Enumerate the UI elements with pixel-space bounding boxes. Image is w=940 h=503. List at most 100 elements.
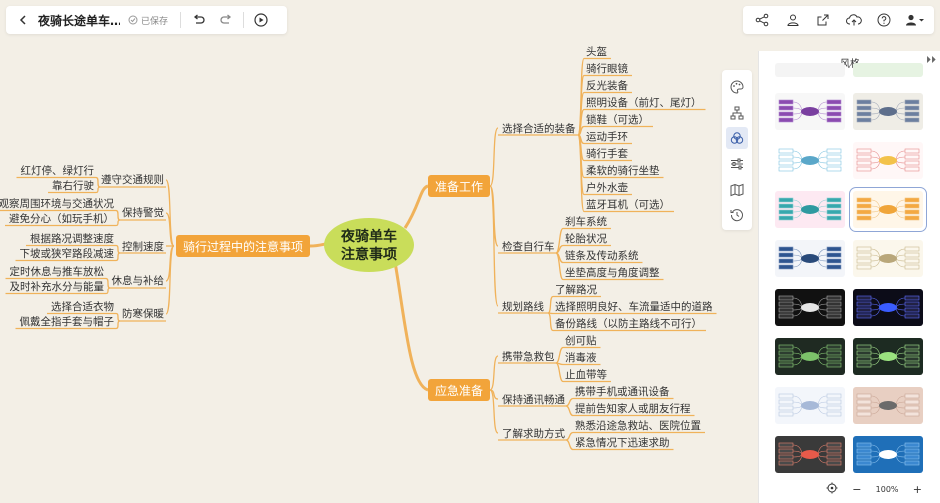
leaf-item[interactable]: 靠右行驶 — [52, 179, 94, 192]
leaf-item[interactable]: 户外水壶 — [586, 181, 628, 194]
divider — [243, 12, 245, 28]
style-theme-option[interactable] — [853, 240, 923, 277]
style-theme-option[interactable] — [775, 191, 845, 228]
style-theme-option[interactable] — [853, 289, 923, 326]
leaf-item[interactable]: 反光装备 — [586, 79, 628, 92]
leaf-item[interactable]: 轮胎状况 — [565, 232, 607, 245]
leaf-item[interactable]: 佩戴全指手套与帽子 — [20, 315, 115, 328]
style-theme-option[interactable] — [775, 387, 845, 424]
leaf-item[interactable]: 坐垫高度与角度调整 — [565, 266, 660, 279]
style-theme-option[interactable] — [775, 240, 845, 277]
style-theme-option[interactable] — [775, 436, 845, 473]
style-theme-partial-2[interactable] — [853, 63, 923, 77]
leaf-item[interactable]: 红灯停、绿灯行 — [21, 164, 95, 177]
leaf-item[interactable]: 骑行眼镜 — [586, 62, 628, 75]
undo-icon[interactable] — [187, 9, 209, 31]
branch-riding[interactable]: 骑行过程中的注意事项 — [176, 235, 310, 257]
leaf-item[interactable]: 选择照明良好、车流量适中的道路 — [555, 300, 713, 313]
topic-keep-contact[interactable]: 保持通讯畅通 — [502, 393, 565, 406]
leaf-item[interactable]: 消毒液 — [565, 351, 597, 364]
leaf-item[interactable]: 止血带等 — [565, 368, 607, 381]
collapse-panel-icon[interactable]: ⏵⏵ — [926, 55, 936, 66]
document-title[interactable]: 夜骑长途单车… — [38, 13, 120, 28]
leaf-item[interactable]: 运动手环 — [586, 130, 628, 143]
leaf-item[interactable]: 紧急情况下迅速求助 — [575, 436, 670, 449]
leaf-connector — [547, 295, 554, 314]
play-icon[interactable] — [250, 9, 272, 31]
branch-prep[interactable]: 准备工作 — [428, 175, 490, 197]
leaf-item[interactable]: 提前告知家人或朋友行程 — [575, 402, 691, 415]
leaf-item[interactable]: 锁鞋（可选） — [586, 113, 649, 126]
leaf-item[interactable]: 根据路况调整速度 — [30, 232, 114, 245]
style-theme-option[interactable] — [775, 338, 845, 375]
leaf-item[interactable]: 下坡或狭窄路段减速 — [20, 247, 115, 260]
cloud-upload-icon[interactable] — [843, 9, 865, 31]
share-icon[interactable] — [751, 9, 773, 31]
topic-stay-alert[interactable]: 保持警觉 — [122, 206, 164, 219]
leaf-item[interactable]: 定时休息与推车放松 — [10, 265, 105, 278]
export-icon[interactable] — [812, 9, 834, 31]
style-theme-partial-1[interactable] — [775, 63, 845, 77]
history-icon[interactable] — [726, 204, 748, 226]
topic-rest-supply[interactable]: 休息与补给 — [112, 274, 165, 287]
topic-check-bike[interactable]: 检查自行车 — [502, 240, 555, 253]
leaf-item[interactable]: 链条及传动系统 — [565, 249, 639, 262]
outline-map-icon[interactable] — [726, 179, 748, 201]
style-theme-option[interactable] — [853, 93, 923, 130]
format-sliders-icon[interactable] — [726, 153, 748, 175]
topic-equipment[interactable]: 选择合适的装备 — [502, 122, 576, 135]
topic-keep-warm[interactable]: 防寒保暖 — [122, 307, 164, 320]
zoom-out-button[interactable]: − — [852, 482, 862, 496]
leaf-item[interactable]: 刹车系统 — [565, 215, 607, 228]
style-theme-option[interactable] — [853, 338, 923, 375]
leaf-item[interactable]: 携带手机或通讯设备 — [575, 385, 670, 398]
divider — [180, 12, 182, 28]
back-arrow-icon[interactable] — [12, 9, 34, 31]
style-theme-option[interactable] — [775, 289, 845, 326]
topic-speed-control[interactable]: 控制速度 — [122, 240, 164, 253]
leaf-item[interactable]: 骑行手套 — [586, 147, 628, 160]
leaf-item[interactable]: 柔软的骑行坐垫 — [586, 164, 660, 177]
topic-plan-route[interactable]: 规划路线 — [502, 300, 544, 313]
check-circle-icon — [128, 15, 138, 25]
branch-emergency-label: 应急准备 — [435, 383, 483, 398]
locate-icon[interactable] — [826, 482, 838, 497]
style-theme-option[interactable] — [775, 93, 845, 130]
leaf-item[interactable]: 蓝牙耳机（可选） — [586, 198, 670, 211]
branch-emergency[interactable]: 应急准备 — [428, 379, 490, 401]
redo-icon[interactable] — [215, 9, 237, 31]
leaf-item[interactable]: 创可贴 — [565, 334, 597, 347]
zoom-in-button[interactable]: + — [912, 482, 922, 496]
palette-icon[interactable] — [726, 76, 748, 98]
topic-traffic-rules[interactable]: 遵守交通规则 — [101, 173, 164, 186]
style-theme-option[interactable] — [853, 142, 923, 179]
leaf-item[interactable]: 熟悉沿途急救站、医院位置 — [575, 419, 701, 432]
leaf-connector — [105, 277, 111, 289]
leaf-item[interactable]: 避免分心（如玩手机） — [9, 212, 114, 225]
collaborate-icon[interactable] — [782, 9, 804, 31]
topic-first-aid-kit[interactable]: 携带急救包 — [502, 350, 555, 363]
leaf-item[interactable]: 选择合适衣物 — [51, 300, 114, 313]
leaf-connector — [547, 312, 554, 332]
leaf-item[interactable]: 观察周围环境与交通状况 — [0, 197, 114, 210]
style-theme-option[interactable] — [853, 387, 923, 424]
leaf-item[interactable]: 了解路况 — [555, 283, 597, 296]
user-icon[interactable] — [904, 9, 926, 31]
leaf-item[interactable]: 头盔 — [586, 45, 607, 58]
leaf-connector — [115, 252, 121, 262]
style-icon[interactable] — [726, 127, 748, 150]
style-theme-option[interactable] — [853, 436, 923, 473]
root-node[interactable]: 夜骑单车 注意事项 — [324, 218, 414, 272]
leaf-item[interactable]: 备份路线（以防主路线不可行） — [555, 317, 702, 330]
topic-help-methods[interactable]: 了解求助方式 — [502, 427, 565, 440]
zoom-level[interactable]: 100% — [875, 484, 899, 494]
help-icon[interactable] — [873, 9, 895, 31]
style-theme-option[interactable] — [775, 142, 845, 179]
leaf-item[interactable]: 及时补充水分与能量 — [10, 280, 105, 293]
structure-icon[interactable] — [726, 102, 748, 124]
leaf-item[interactable]: 照明设备（前灯、尾灯） — [586, 96, 702, 109]
style-theme-option[interactable] — [849, 187, 927, 232]
